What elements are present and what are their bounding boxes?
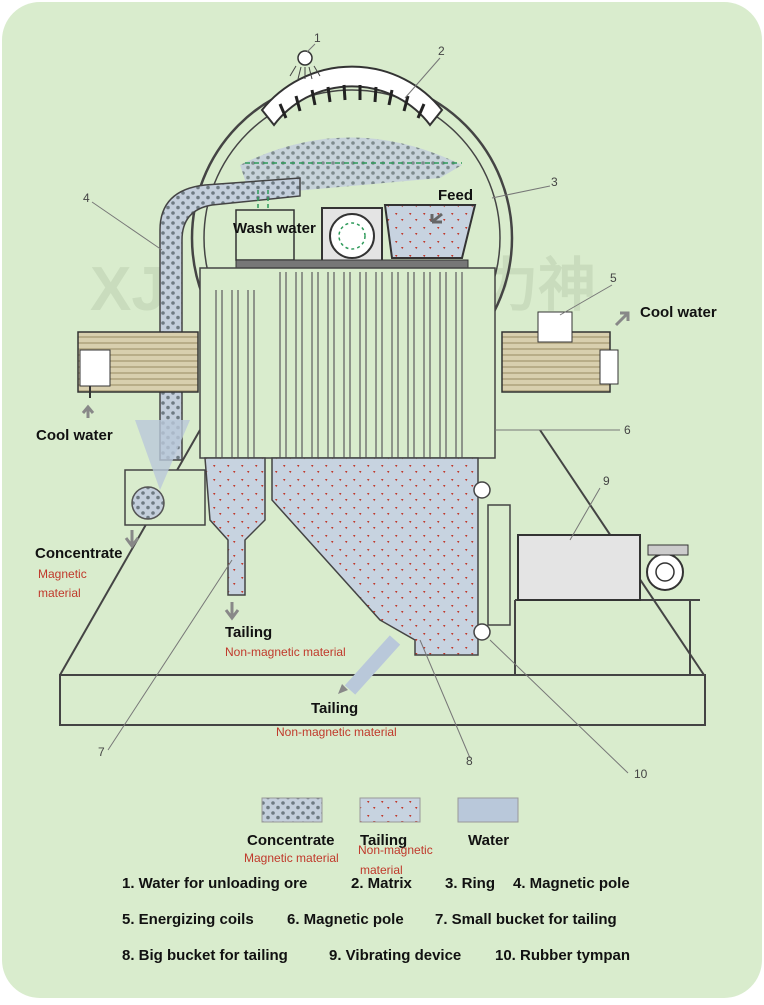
legend-tailing-title: Tailing [360, 832, 407, 849]
water-nozzle [297, 50, 313, 66]
concentrate-sub-label-2: material [38, 586, 81, 600]
tailing-small-sub-label: Non-magnetic material [225, 645, 346, 659]
legend-tailing-sub: Non-magnetic [358, 843, 433, 857]
concentrate-sub-label: Magnetic [38, 567, 87, 581]
tailing-big-sub-label: Non-magnetic material [276, 725, 397, 739]
callout-6: 6 [624, 423, 631, 437]
rubber-tympan-top [473, 481, 491, 499]
rubber-tympan-bottom [473, 623, 491, 641]
legend-water-swatch [457, 797, 519, 823]
cool-water-left-arrow [81, 404, 95, 418]
callout-2: 2 [438, 44, 445, 58]
feed-label: Feed [438, 187, 473, 204]
part-4: 4. Magnetic pole [513, 875, 630, 892]
callout-7: 7 [98, 745, 105, 759]
magnetic-pole [199, 267, 496, 459]
concentrate-label: Concentrate [35, 545, 123, 562]
matrix-top [260, 65, 444, 127]
callout-5: 5 [610, 271, 617, 285]
legend-tailing-swatch [359, 797, 421, 823]
support-plate [235, 259, 469, 269]
cool-water-right-arrow [614, 311, 630, 327]
callout-3: 3 [551, 175, 558, 189]
small-tailing-bucket [204, 457, 266, 596]
part-1: 1. Water for unloading ore [122, 875, 307, 892]
concentrate-outlet [131, 486, 165, 520]
watermark: XJ [90, 255, 166, 324]
callout-10: 10 [634, 767, 648, 781]
parts-list: 1. Water for unloading ore 2. Matrix 3. … [122, 875, 630, 964]
callout-8: 8 [466, 754, 473, 768]
leader-lines [91, 43, 629, 774]
callout-9: 9 [603, 474, 610, 488]
callout-4: 4 [83, 191, 90, 205]
hub [329, 213, 375, 259]
cool-water-right-label: Cool water [640, 304, 717, 321]
legend-tailing-sub-2: material [360, 863, 403, 877]
pipes [215, 272, 463, 458]
watermark-cn: 力神 [480, 253, 596, 318]
cool-water-left-label: Cool water [36, 427, 113, 444]
part-8: 8. Big bucket for tailing [122, 947, 288, 964]
part-9: 9. Vibrating device [329, 947, 461, 964]
tailing-big-label: Tailing [311, 700, 358, 717]
legend-concentrate-swatch [261, 797, 323, 823]
part-10: 10. Rubber tympan [495, 947, 630, 964]
part-6: 6. Magnetic pole [287, 911, 404, 928]
part-5: 5. Energizing coils [122, 911, 254, 928]
feed-arrow [430, 212, 443, 224]
part-2: 2. Matrix [351, 875, 413, 892]
wash-water-label: Wash water [233, 220, 316, 237]
legend-concentrate-title: Concentrate [247, 832, 335, 849]
vibrating-device [517, 534, 641, 601]
part-3: 3. Ring [445, 875, 495, 892]
part-7: 7. Small bucket for tailing [435, 911, 617, 928]
tailing-small-label: Tailing [225, 624, 272, 641]
legend-water-title: Water [468, 832, 509, 849]
legend-concentrate-sub: Magnetic material [244, 851, 339, 865]
feed-hopper [383, 204, 477, 259]
callout-1: 1 [314, 31, 321, 45]
legend: Concentrate Magnetic material Tailing No… [244, 797, 519, 877]
